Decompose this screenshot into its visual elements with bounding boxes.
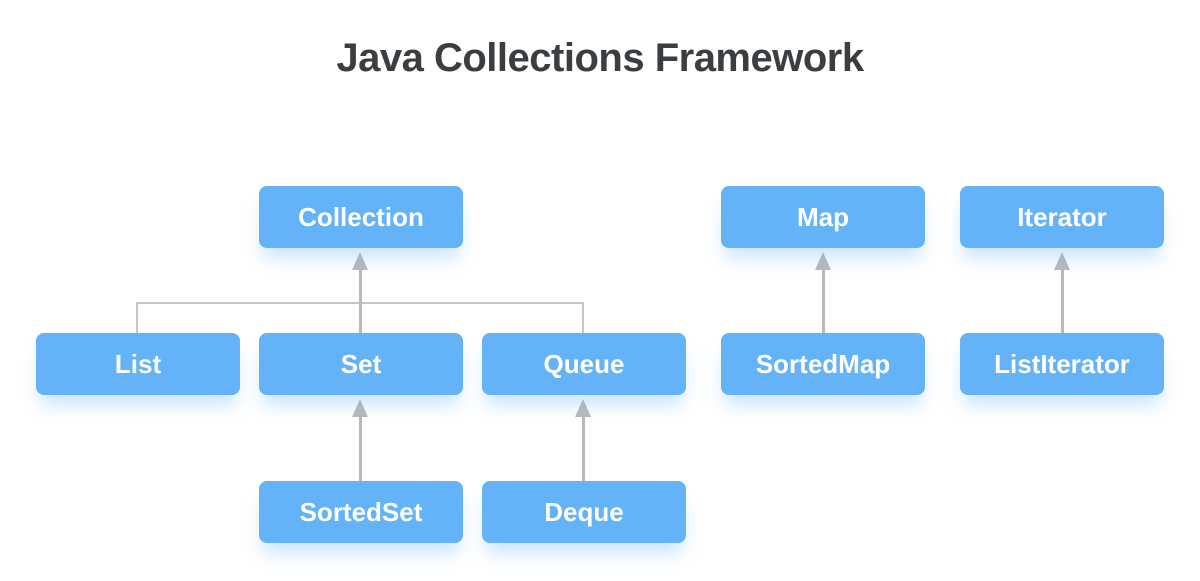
node-queue: Queue (482, 333, 686, 395)
node-label: Map (797, 201, 849, 232)
node-label: Deque (544, 496, 624, 527)
arrow-set-to-collection (352, 252, 368, 333)
arrow-sortedmap-to-map (815, 252, 831, 333)
arrow-shaft (581, 415, 585, 481)
node-label: Set (340, 348, 382, 379)
node-label: ListIterator (994, 348, 1130, 379)
node-label: List (114, 348, 162, 379)
arrowhead-up-icon (352, 399, 368, 417)
node-iterator: Iterator (960, 186, 1164, 248)
node-label: SortedMap (755, 348, 891, 379)
node-set: Set (259, 333, 463, 395)
node-deque: Deque (482, 481, 686, 543)
arrowhead-up-icon (352, 252, 368, 270)
arrowhead-up-icon (1054, 252, 1070, 270)
arrowhead-up-icon (815, 252, 831, 270)
arrow-shaft (821, 268, 825, 333)
node-label: Iterator (1017, 201, 1107, 232)
node-label: Queue (543, 348, 625, 379)
arrow-shaft (358, 268, 362, 333)
node-list: List (36, 333, 240, 395)
arrowhead-up-icon (575, 399, 591, 417)
arrow-sortedset-to-set (352, 399, 368, 481)
node-sortedmap: SortedMap (721, 333, 925, 395)
diagram-title: Java Collections Framework (336, 36, 864, 80)
node-listiterator: ListIterator (960, 333, 1164, 395)
arrow-listiterator-to-iterator (1054, 252, 1070, 333)
arrow-deque-to-queue (575, 399, 591, 481)
connector-vertical-list (136, 302, 138, 333)
node-collection: Collection (259, 186, 463, 248)
node-label: Collection (298, 201, 424, 232)
node-map: Map (721, 186, 925, 248)
connector-vertical-queue (582, 302, 584, 333)
arrow-shaft (358, 415, 362, 481)
arrow-shaft (1060, 268, 1064, 333)
node-label: SortedSet (299, 496, 423, 527)
node-sortedset: SortedSet (259, 481, 463, 543)
